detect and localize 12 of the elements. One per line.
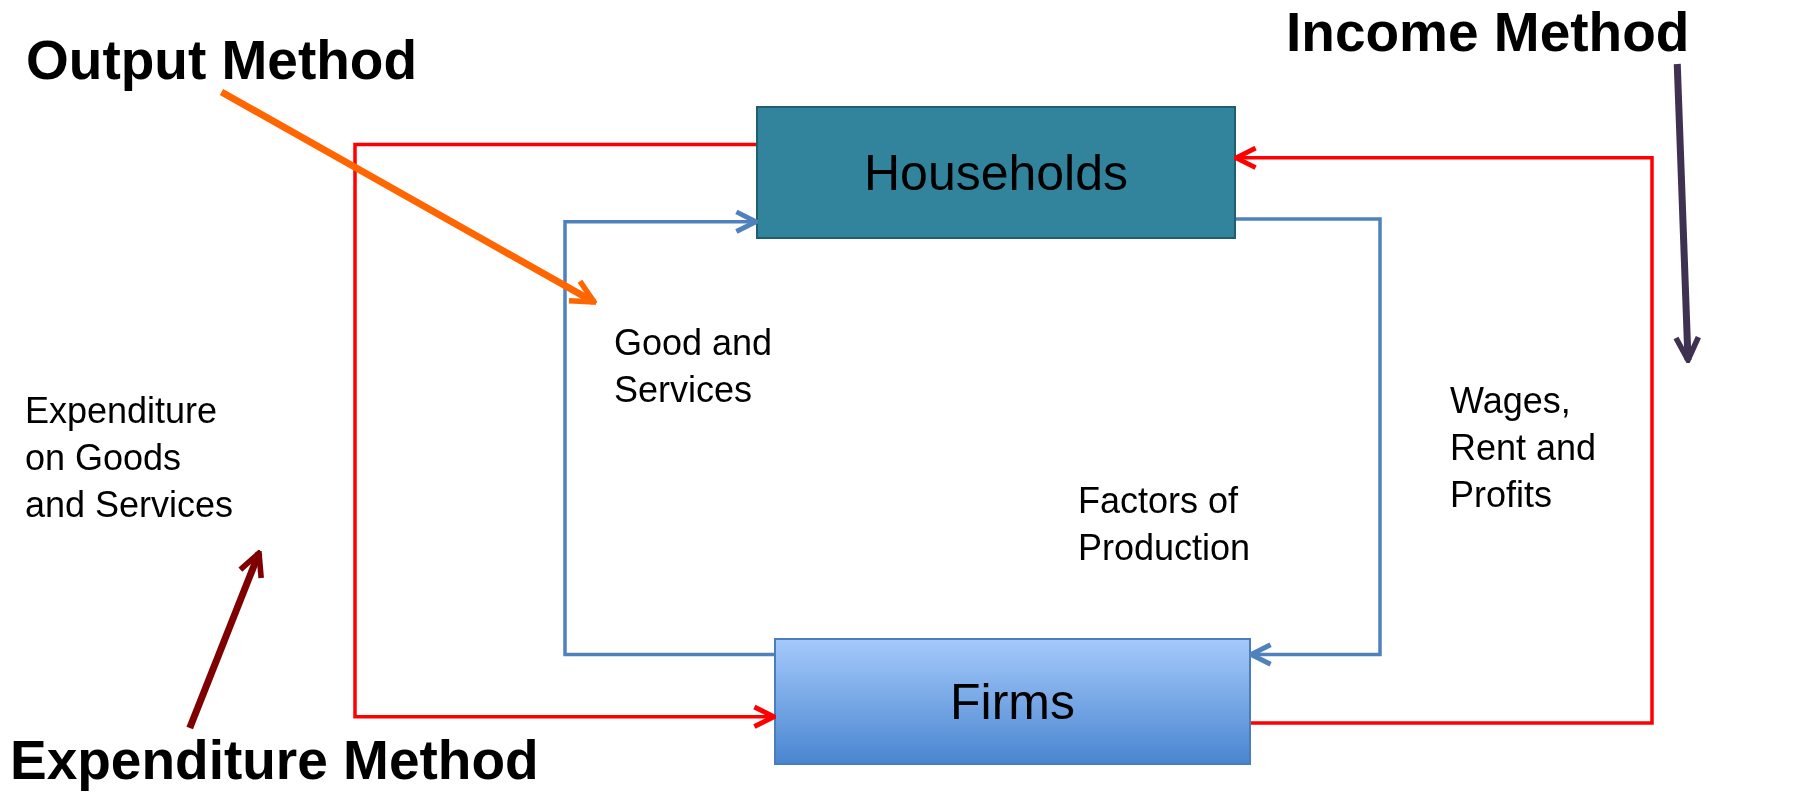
flow-arrow	[1233, 145, 1654, 725]
process-box: Households	[756, 106, 1236, 239]
pointer-arrow	[219, 88, 597, 306]
method-title: Expenditure Method	[10, 728, 539, 792]
pointer-arrow	[186, 550, 264, 730]
flow-arrow	[563, 209, 774, 657]
method-title: Income Method	[1286, 0, 1690, 64]
flow-arrow	[1236, 217, 1382, 667]
process-box: Firms	[774, 638, 1251, 765]
method-title: Output Method	[26, 28, 417, 92]
pointer-arrow	[1673, 63, 1702, 363]
flow-arrow	[353, 142, 777, 729]
